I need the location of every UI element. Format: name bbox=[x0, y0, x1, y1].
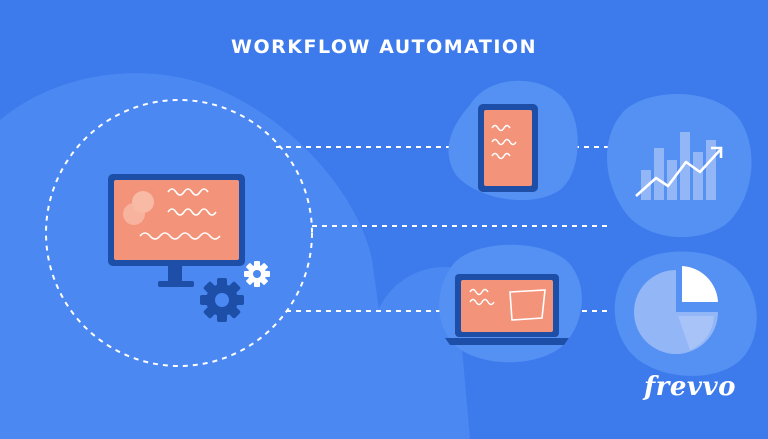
desktop-monitor-icon bbox=[108, 174, 245, 287]
laptop-icon bbox=[445, 274, 569, 345]
page-title: WORKFLOW AUTOMATION bbox=[231, 36, 537, 58]
pie-chart-icon bbox=[634, 266, 718, 354]
chart-blob bbox=[606, 93, 752, 238]
gears-icon bbox=[200, 261, 270, 322]
frevvo-logo: frevvo bbox=[644, 372, 736, 402]
tablet-icon bbox=[478, 104, 538, 192]
desktop-dashed-circle bbox=[45, 99, 313, 367]
bar-line-chart-icon bbox=[635, 132, 723, 200]
